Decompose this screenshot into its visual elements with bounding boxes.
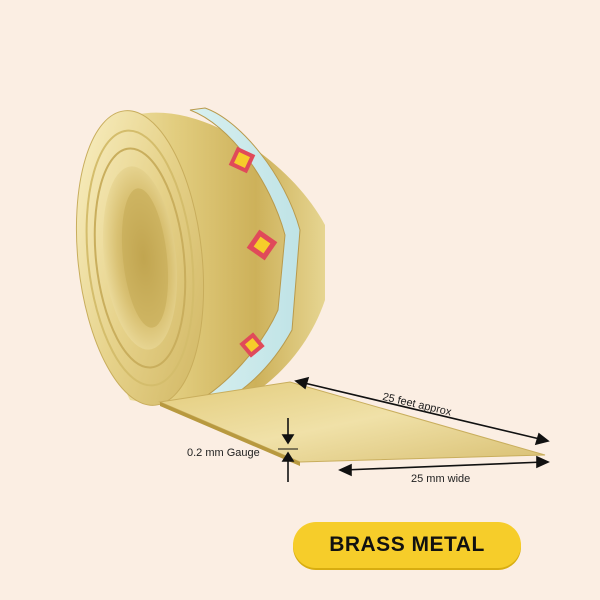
width-arrow	[338, 455, 550, 477]
gauge-label: 0.2 mm Gauge	[187, 447, 260, 459]
length-arrow	[294, 376, 550, 446]
width-label: 25 mm wide	[411, 473, 471, 485]
brand-logo	[228, 146, 278, 358]
gauge-arrow	[278, 418, 298, 482]
brass-roll	[75, 107, 546, 466]
material-badge: BRASS METAL	[293, 522, 521, 568]
